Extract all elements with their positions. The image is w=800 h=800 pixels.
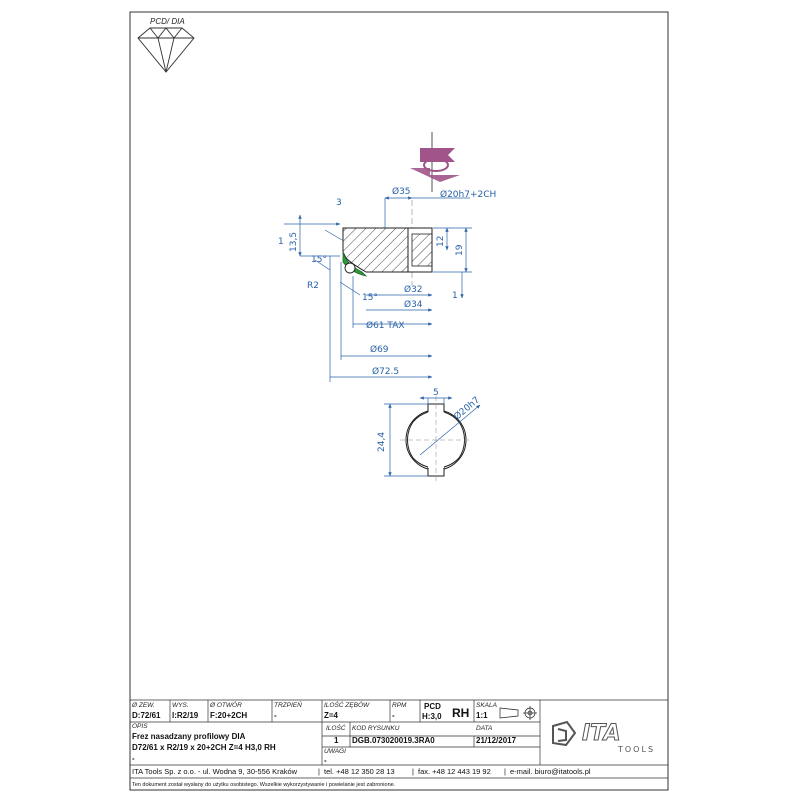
pcd-dia-badge: PCD/ DIA — [137, 17, 195, 73]
value-uwagi: - — [324, 756, 327, 765]
label-opis: OPIS — [132, 723, 148, 730]
value-data: 21/12/2017 — [476, 736, 517, 745]
label-ilosc-zebow: ILOŚĆ ZĘBÓW — [324, 700, 370, 709]
label-skala: SKALA — [476, 702, 497, 709]
projection-symbol-icon — [499, 706, 537, 720]
diamond-icon — [137, 27, 195, 73]
value-rpm: - — [392, 711, 395, 720]
ita-tools-logo: ITA TOOLS — [552, 720, 655, 754]
value-zew: D:72/61 — [132, 711, 161, 720]
dim-angle15-bottom: 15° — [362, 293, 378, 303]
footer-sep-1: | — [318, 767, 320, 776]
footer-email: e-mail. biuro@itatools.pl — [510, 767, 591, 776]
value-kod-rysunku: DGB.073020019.3RA0 — [352, 736, 435, 745]
value-rh: RH — [452, 706, 469, 720]
dim-angle15-top: 15° — [311, 255, 327, 265]
dim-r2: R2 — [307, 281, 319, 291]
value-trzpien: - — [274, 711, 277, 720]
dim-d32: Ø32 — [404, 284, 423, 295]
drawing-frame — [129, 11, 669, 791]
dim-five: 5 — [433, 388, 439, 398]
title-block: Ø ZEW. D:72/61 WYS. l:R2/19 Ø OTWÓR F:20… — [130, 699, 668, 788]
value-opis-line3: - — [132, 754, 135, 763]
label-kod-rysunku: KOD RYSUNKU — [352, 725, 400, 732]
footer-sep-2: | — [412, 767, 414, 776]
label-otwor: Ø OTWÓR — [209, 700, 242, 709]
bore-dimension-lines — [384, 396, 481, 477]
dim-d35: Ø35 — [392, 186, 411, 197]
value-ilosc-zebow: Z=4 — [324, 711, 339, 720]
label-wys: WYS. — [172, 702, 189, 709]
badge-text: PCD/ DIA — [150, 17, 185, 26]
dimension-lines — [284, 196, 472, 382]
dim-d61-tax: Ø61 TAX — [366, 320, 405, 331]
value-h: H:3,0 — [422, 712, 442, 721]
dim-d34: Ø34 — [404, 299, 423, 310]
dim-d69: Ø69 — [370, 344, 389, 355]
footer-fax: fax. +48 12 443 19 92 — [418, 767, 491, 776]
dim-d20h7-2ch: Ø20h7+2CH — [440, 189, 496, 200]
dim-13-5: 13,5 — [289, 232, 299, 252]
dim-three: 3 — [336, 198, 342, 208]
logo-emblem-icon — [552, 720, 577, 747]
value-skala: 1:1 — [476, 711, 488, 720]
logo-tools: TOOLS — [617, 745, 655, 754]
dim-nineteen: 19 — [455, 244, 465, 256]
dim-one-bottom: 1 — [452, 291, 458, 301]
label-rpm: RPM — [392, 702, 407, 709]
dim-twelve: 12 — [436, 236, 446, 247]
label-uwagi: UWAGI — [324, 748, 346, 755]
cutter-section — [342, 200, 433, 285]
footer-notice: Ten dokument został wysłany do użytku os… — [132, 782, 396, 788]
value-ilosc: 1 — [334, 736, 339, 745]
label-ilosc: ILOŚĆ — [326, 723, 346, 732]
value-opis-line2: D72/61 x R2/19 x 20+2CH Z=4 H3,0 RH — [132, 743, 276, 752]
bore-detail — [400, 396, 472, 484]
label-zew: Ø ZEW. — [131, 702, 155, 709]
label-trzpien: TRZPIEŃ — [274, 700, 302, 709]
logo-ita: ITA — [582, 721, 621, 746]
value-opis-line1: Frez nasadzany profilowy DIA — [132, 732, 246, 741]
label-data: DATA — [476, 725, 492, 732]
value-wys: l:R2/19 — [172, 711, 199, 720]
dim-d72-5: Ø72.5 — [372, 366, 399, 377]
dim-one-top: 1 — [278, 237, 284, 247]
footer-company: ITA Tools Sp. z o.o. - ul. Wodna 9, 30-5… — [132, 767, 298, 776]
dimension-texts: Ø35 Ø20h7+2CH 3 1 13,5 15° R2 15° 12 19 … — [278, 186, 496, 377]
value-otwor: F:20+2CH — [210, 711, 247, 720]
footer-tel: tel. +48 12 350 28 13 — [324, 767, 395, 776]
value-pcd: PCD — [424, 702, 441, 711]
footer-sep-3: | — [504, 767, 506, 776]
rotation-direction-icon — [410, 132, 460, 192]
dim-d20h7-bore: Ø20h7 — [452, 395, 482, 423]
dim-24-4: 24,4 — [377, 432, 387, 452]
